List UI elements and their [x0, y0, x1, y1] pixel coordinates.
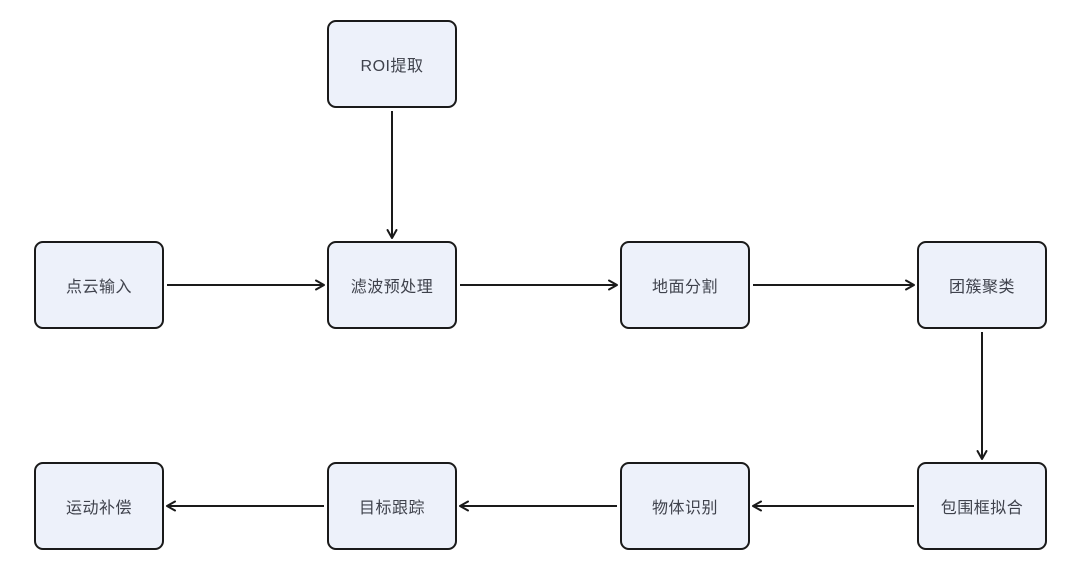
node-label: 滤波预处理 — [350, 279, 434, 296]
node-label: ROI提取 — [360, 58, 424, 75]
node-roi-extraction: ROI提取 — [327, 20, 457, 108]
node-label: 点云输入 — [65, 279, 132, 296]
node-label: 地面分割 — [651, 279, 718, 296]
node-label: 物体识别 — [651, 500, 718, 517]
node-target-tracking: 目标跟踪 — [327, 462, 457, 550]
node-cluster-clustering: 团簇聚类 — [917, 241, 1047, 329]
node-label: 目标跟踪 — [358, 500, 425, 517]
node-filter-preprocess: 滤波预处理 — [327, 241, 457, 329]
node-ground-segmentation: 地面分割 — [620, 241, 750, 329]
node-label: 团簇聚类 — [948, 279, 1015, 296]
node-point-cloud-input: 点云输入 — [34, 241, 164, 329]
node-object-recognition: 物体识别 — [620, 462, 750, 550]
node-bounding-box-fitting: 包围框拟合 — [917, 462, 1047, 550]
node-motion-compensation: 运动补偿 — [34, 462, 164, 550]
node-label: 运动补偿 — [65, 500, 132, 517]
node-label: 包围框拟合 — [940, 500, 1024, 517]
